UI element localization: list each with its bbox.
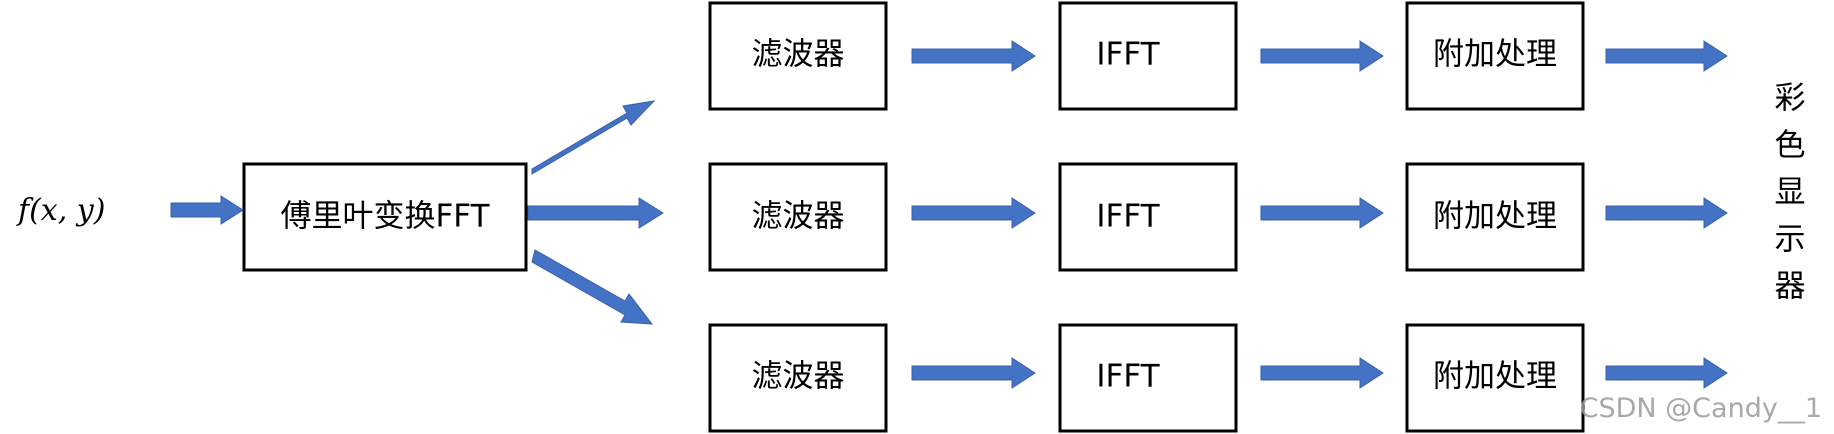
ifft-label-1: IFFT (1096, 37, 1160, 73)
arrow-post-to-display-2 (1605, 197, 1728, 229)
arrow-ifft-to-post-1 (1260, 40, 1384, 72)
arrow-filter-to-ifft-2 (911, 197, 1036, 229)
arrow-filter-to-ifft-1 (911, 40, 1036, 72)
post-process-label-2: 附加处理 (1433, 199, 1557, 235)
channel-row-3: 滤波器 IFFT 附加处理 (708, 323, 1585, 433)
ifft-box-3 (1058, 323, 1238, 433)
post-process-box-2 (1405, 162, 1585, 272)
fft-block: 傅里叶变换FFT (242, 162, 528, 272)
watermark-text: CSDN @Candy__1 (1579, 393, 1822, 424)
arrow-fft-to-filter-2 (527, 197, 664, 229)
arrow-fft-to-filter-1 (531, 100, 656, 175)
filter-box-2 (708, 162, 888, 272)
fft-block-box (242, 162, 528, 272)
post-process-label-1: 附加处理 (1433, 37, 1557, 73)
filter-label-1: 滤波器 (752, 37, 845, 73)
ifft-label-2: IFFT (1096, 199, 1160, 235)
color-display-label: 彩 色 显 示 器 (1775, 81, 1806, 305)
arrow-post-to-display-1 (1605, 40, 1728, 72)
ifft-label-3: IFFT (1096, 359, 1160, 395)
arrow-ifft-to-post-2 (1260, 197, 1384, 229)
ifft-box-1 (1058, 1, 1238, 111)
channel-row-1: 滤波器 IFFT 附加处理 (708, 1, 1585, 111)
arrow-fft-to-filter-3 (531, 249, 654, 325)
post-process-box-3 (1405, 323, 1585, 433)
fft-block-label: 傅里叶变换FFT (280, 199, 490, 235)
post-process-label-3: 附加处理 (1433, 359, 1557, 395)
arrow-ifft-to-post-3 (1260, 357, 1384, 389)
display-char-5: 器 (1775, 269, 1806, 305)
input-signal-label: f(x, y) (16, 193, 105, 228)
display-char-2: 色 (1775, 128, 1806, 164)
display-char-3: 显 (1775, 175, 1806, 211)
arrows (170, 40, 1728, 389)
display-char-1: 彩 (1775, 81, 1806, 117)
channel-row-2: 滤波器 IFFT 附加处理 (708, 162, 1585, 272)
filter-box-1 (708, 1, 888, 111)
filter-label-3: 滤波器 (752, 359, 845, 395)
ifft-box-2 (1058, 162, 1238, 272)
arrow-filter-to-ifft-3 (911, 357, 1036, 389)
arrow-post-to-display-3 (1605, 357, 1728, 389)
display-char-4: 示 (1775, 222, 1806, 258)
post-process-box-1 (1405, 1, 1585, 111)
filter-label-2: 滤波器 (752, 199, 845, 235)
filter-box-3 (708, 323, 888, 433)
arrow-input-to-fft (170, 195, 244, 225)
